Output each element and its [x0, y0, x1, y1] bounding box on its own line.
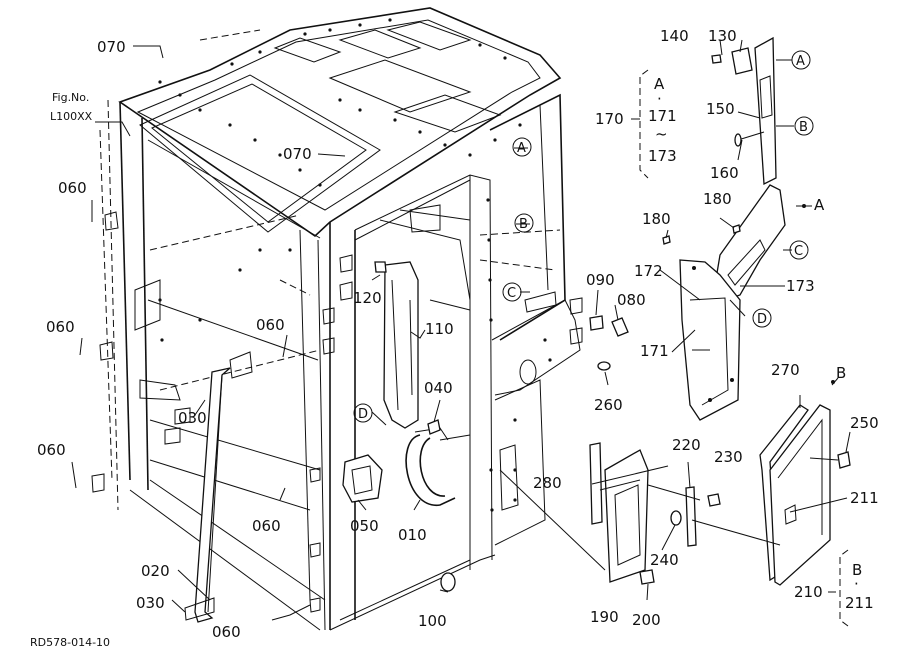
figure-ref-line2: L100XX — [50, 110, 93, 123]
label-060a: 060 — [58, 179, 87, 197]
label-150: 150 — [706, 100, 735, 118]
label-190: 190 — [590, 608, 619, 626]
label-173: 173 — [786, 277, 815, 295]
pin-160 — [737, 131, 765, 141]
figure-ref-line1: Fig.No. — [52, 91, 89, 104]
bracket-220 — [685, 486, 697, 547]
group-210-top: B — [852, 561, 862, 579]
label-080: 080 — [617, 291, 646, 309]
holder-050 — [342, 454, 383, 503]
label-220: 220 — [672, 436, 701, 454]
label-070b: 070 — [283, 145, 312, 163]
screw-180a — [662, 235, 671, 245]
label-050: 050 — [350, 517, 379, 535]
group-170-dot: · — [657, 90, 662, 108]
label-030b: 030 — [136, 594, 165, 612]
cover-110 — [383, 261, 419, 429]
bolt-200 — [639, 569, 655, 585]
callout-B-cab: B — [519, 217, 528, 232]
label-250: 250 — [850, 414, 879, 432]
label-060b: 060 — [46, 318, 75, 336]
label-090: 090 — [586, 271, 615, 289]
callout-D-panel: D — [757, 312, 767, 327]
label-060d: 060 — [256, 316, 285, 334]
label-060e: 060 — [252, 517, 281, 535]
label-040: 040 — [424, 379, 453, 397]
bracket-130 — [731, 47, 753, 75]
grab-bar-020 — [194, 367, 231, 623]
knob-080 — [611, 317, 629, 337]
label-260: 260 — [594, 396, 623, 414]
label-172: 172 — [634, 262, 663, 280]
grommet-260 — [597, 361, 611, 371]
label-211: 211 — [850, 489, 879, 507]
clip-120 — [374, 261, 387, 273]
label-020: 020 — [141, 562, 170, 580]
screw-140 — [711, 54, 722, 64]
grab-bar-foot — [184, 597, 215, 621]
callout-A-pillar: A — [796, 54, 805, 69]
label-010: 010 — [398, 526, 427, 544]
label-171: 171 — [640, 342, 669, 360]
leader-lines — [71, 39, 851, 621]
handle-010 — [405, 434, 456, 506]
callout-B-pillar: B — [799, 120, 808, 135]
label-070a: 070 — [97, 38, 126, 56]
label-200: 200 — [632, 611, 661, 629]
group-170-tilde: ~ — [655, 125, 668, 143]
label-130: 130 — [708, 27, 737, 45]
panel-211 — [769, 404, 831, 586]
label-060f: 060 — [212, 623, 241, 641]
bracket-170 — [639, 69, 649, 179]
label-140: 140 — [660, 27, 689, 45]
label-100: 100 — [418, 612, 447, 630]
cab-frame — [91, 7, 583, 631]
bolt-230 — [707, 493, 721, 507]
trim-150 — [754, 36, 777, 186]
label-230: 230 — [714, 448, 743, 466]
screw-040 — [427, 419, 441, 435]
callout-D-cab: D — [358, 407, 368, 422]
panel-190 — [604, 449, 649, 583]
label-180b: 180 — [703, 190, 732, 208]
point-A: A — [814, 196, 825, 214]
cap-100 — [440, 572, 456, 592]
label-120: 120 — [353, 289, 382, 307]
circle-callouts — [353, 50, 814, 423]
bracket-210 — [839, 549, 849, 627]
group-170-top: A — [654, 75, 665, 93]
point-B: B — [836, 364, 846, 382]
label-030a: 030 — [178, 409, 207, 427]
label-060c: 060 — [37, 441, 66, 459]
callout-C-cab: C — [507, 286, 516, 301]
washer-240 — [670, 510, 682, 526]
label-280: 280 — [533, 474, 562, 492]
group-210-item: 211 — [845, 594, 874, 612]
screw-180b — [732, 224, 741, 234]
label-110: 110 — [425, 320, 454, 338]
drawing-id: RD578-014-10 — [30, 636, 110, 649]
callout-C-panel: C — [794, 244, 803, 259]
bolt-250 — [837, 451, 851, 469]
callout-A-cab: A — [517, 141, 526, 156]
label-240: 240 — [650, 551, 679, 569]
group-170-from: 171 — [648, 107, 677, 125]
label-180a: 180 — [642, 210, 671, 228]
label-210: 210 — [794, 583, 823, 601]
group-210-dot: · — [854, 575, 859, 593]
label-270: 270 — [771, 361, 800, 379]
group-170-to: 173 — [648, 147, 677, 165]
label-160: 160 — [710, 164, 739, 182]
label-170: 170 — [595, 110, 624, 128]
nut-090 — [589, 315, 604, 331]
